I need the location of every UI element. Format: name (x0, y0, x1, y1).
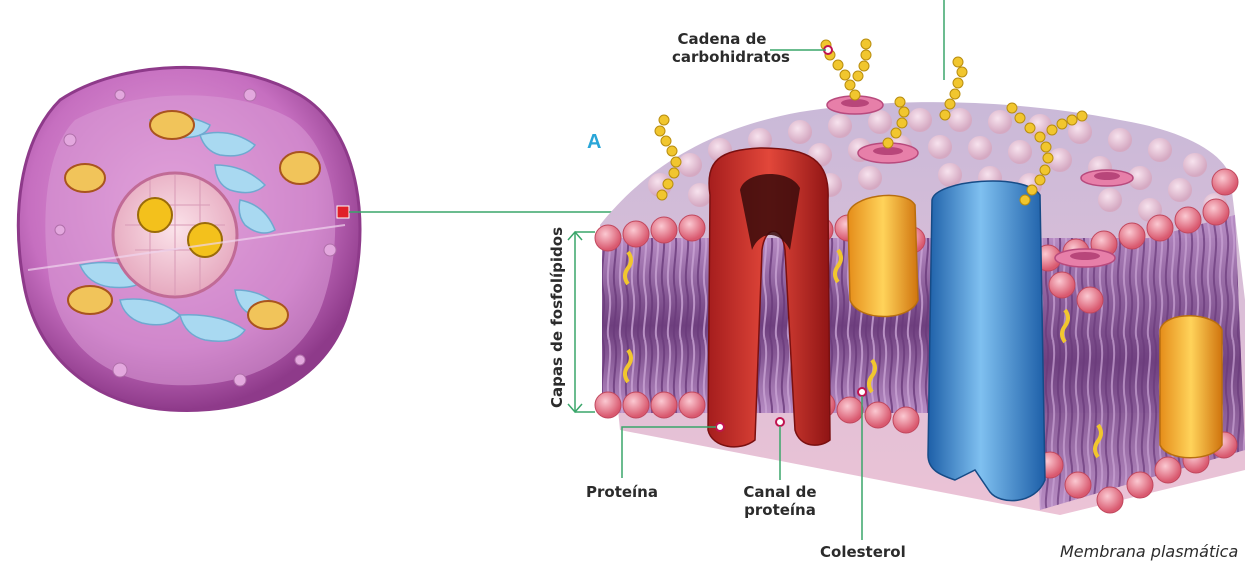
protein-channel-label-line2: proteína (735, 501, 825, 519)
carbohydrate-chain-label-line2: carbohidratos (672, 48, 772, 66)
carbohydrate-chain-label: Cadena de carbohidratos (672, 30, 772, 66)
plasma-membrane-title: Membrana plasmática (1060, 543, 1238, 561)
phospholipid-layers-label: Capas de fosfolípidos (548, 238, 566, 408)
carbohydrate-chain-label-line1: Cadena de (672, 30, 772, 48)
protein-channel-label: Canal de proteína (735, 483, 825, 519)
protein-label: Proteína (586, 483, 658, 501)
protein-channel-label-line1: Canal de (735, 483, 825, 501)
animal-cell-illustration (18, 67, 360, 410)
panel-letter: A (587, 131, 601, 154)
membrane-illustration (595, 39, 1245, 515)
cholesterol-label: Colesterol (820, 543, 906, 561)
